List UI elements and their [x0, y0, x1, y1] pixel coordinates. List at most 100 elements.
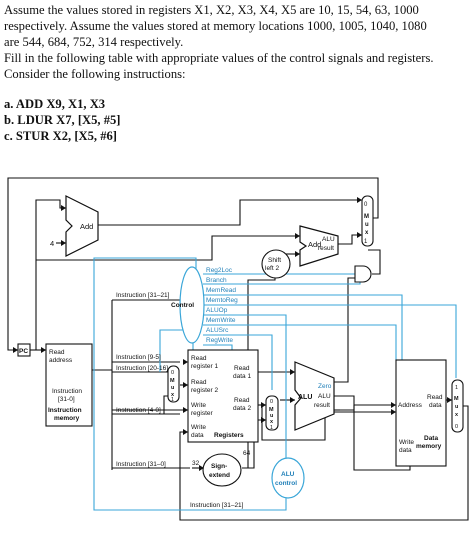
- control-signal-labels: Reg2Loc Branch MemRead MemtoReg ALUOp Me…: [206, 267, 238, 344]
- mux-letter: M: [364, 214, 369, 220]
- arrowheads: [13, 197, 452, 471]
- memtoreg-mux: 1 M u x 0: [451, 379, 464, 433]
- imem-range: [31-0]: [58, 396, 75, 403]
- dmem-write-2: data: [399, 447, 412, 454]
- signal-alusrc: ALUSrc: [206, 327, 229, 334]
- reg-read1-b: register 1: [191, 363, 218, 370]
- reg-wdata-a: Write: [191, 424, 206, 431]
- control-unit: Control: [171, 266, 205, 344]
- signal-reg2loc: Reg2Loc: [206, 267, 233, 274]
- imem-read: Read: [49, 349, 65, 356]
- question-line: Fill in the following table with appropr…: [4, 51, 434, 65]
- instruction-item: a. ADD X9, X1, X3: [4, 97, 106, 111]
- mux-input-1: 1: [455, 385, 458, 391]
- sign-in-width: 32: [192, 460, 200, 467]
- label-instr-31-21: Instruction [31–21]: [116, 292, 170, 299]
- reg-wdata-b: data: [191, 432, 204, 439]
- reg-write-b: register: [191, 410, 214, 417]
- instruction-list: a. ADD X9, X1, X3 b. LDUR X7, [X5, #5] c…: [4, 96, 121, 144]
- reg-rd2-b: data 2: [233, 405, 251, 412]
- signal-memwrite: MemWrite: [206, 317, 236, 324]
- imem-instruction: Instruction: [52, 388, 82, 395]
- reg-read2-a: Read: [191, 379, 207, 386]
- constant-four: 4: [50, 239, 54, 248]
- mux-input-1: 1: [171, 397, 174, 403]
- branch-adder-result: result: [318, 245, 334, 252]
- reg-rd1-b: data 1: [233, 373, 251, 380]
- question-text: Assume the values stored in registers X1…: [4, 2, 472, 82]
- mux-input-0: 0: [270, 399, 273, 405]
- sign-extend-unit: Sign- extend 32 64: [192, 450, 251, 487]
- pc-adder: Add 4: [50, 195, 99, 257]
- pc-label: PC: [19, 348, 28, 355]
- signal-aluop: ALUOp: [206, 307, 228, 314]
- dmem-address: Address: [398, 402, 423, 409]
- reg2loc-mux: 0 M u x 1: [167, 365, 180, 403]
- pc-register: PC: [17, 343, 31, 357]
- mux-input-1: 1: [364, 239, 368, 245]
- imem-title-1: Instruction: [48, 407, 82, 414]
- mux-input-1: 1: [270, 425, 273, 431]
- datapath-wires: [7, 177, 469, 521]
- branch-adder-label: Add: [308, 240, 321, 249]
- question-line: respectively. Assume the values stored a…: [4, 19, 427, 33]
- data-memory: Address Read data Write data Data memory: [395, 359, 447, 467]
- mux-letter: u: [365, 222, 369, 228]
- mux-letter: M: [454, 396, 459, 402]
- reg-read1-a: Read: [191, 355, 207, 362]
- alu-result-2: result: [314, 402, 330, 409]
- label-instr-20-16: Instruction [20-16]: [116, 365, 168, 372]
- label-instr-9-5: Instruction [9-5]: [116, 354, 161, 361]
- reg-rd2-a: Read: [234, 397, 250, 404]
- label-instr-4-0: Instruction [4-0]: [116, 407, 161, 414]
- mux-letter: M: [170, 378, 175, 384]
- mux-letter: x: [171, 392, 175, 398]
- reg-rd1-a: Read: [234, 365, 250, 372]
- branch-adder-alu: ALU: [322, 236, 335, 243]
- shift-left-unit: Shift left 2: [261, 249, 291, 279]
- dmem-title-1: Data: [424, 435, 438, 442]
- alu-control-2: control: [275, 480, 297, 487]
- pc-source-mux: 0 M u x 1: [361, 195, 374, 247]
- mux-letter: u: [171, 385, 174, 391]
- register-file: Read register 1 Read register 2 Write re…: [187, 349, 259, 443]
- control-wires: [93, 257, 457, 511]
- mux-letter: M: [269, 407, 274, 413]
- mux-letter: u: [455, 404, 458, 410]
- mux-letter: x: [455, 412, 459, 418]
- control-label: Control: [171, 302, 194, 309]
- instruction-item: c. STUR X2, [X5, #6]: [4, 129, 117, 143]
- alusrc-mux: 0 M u x 1: [265, 395, 279, 431]
- instruction-item: b. LDUR X7, [X5, #5]: [4, 113, 121, 127]
- question-line: Consider the following instructions:: [4, 67, 186, 81]
- dmem-read-2: data: [429, 402, 442, 409]
- alu-control-unit: ALU control: [271, 457, 305, 499]
- shift-label-1: Shift: [268, 257, 281, 264]
- reg-write-a: Write: [191, 402, 206, 409]
- dmem-title-2: memory: [416, 443, 442, 450]
- dmem-read-1: Read: [427, 394, 443, 401]
- dmem-write-1: Write: [399, 439, 414, 446]
- alu-control-1: ALU: [281, 471, 295, 478]
- reg-title: Registers: [214, 432, 244, 439]
- mux-input-0: 0: [171, 370, 174, 376]
- imem-title-2: memory: [54, 415, 80, 422]
- signal-branch: Branch: [206, 277, 227, 284]
- branch-adder: Add ALU result: [299, 225, 339, 267]
- sign-extend-2: extend: [209, 472, 230, 479]
- label-instr-31-0: Instruction [31–0]: [116, 461, 166, 468]
- imem-address: address: [49, 357, 73, 364]
- shift-label-2: left 2: [265, 265, 279, 272]
- mux-input-0: 0: [455, 424, 458, 430]
- pc-adder-label: Add: [80, 222, 93, 231]
- alu-zero: Zero: [318, 383, 332, 390]
- branch-and-gate: [354, 265, 372, 283]
- mux-letter: u: [270, 413, 273, 419]
- question-line: Assume the values stored in registers X1…: [4, 3, 419, 17]
- instruction-memory: Read address Instruction [31-0] Instruct…: [45, 343, 93, 427]
- signal-regwrite: RegWrite: [206, 337, 233, 344]
- mux-letter: x: [270, 419, 274, 425]
- signal-memread: MemRead: [206, 287, 236, 294]
- main-alu: Zero ALU ALU result: [294, 361, 335, 431]
